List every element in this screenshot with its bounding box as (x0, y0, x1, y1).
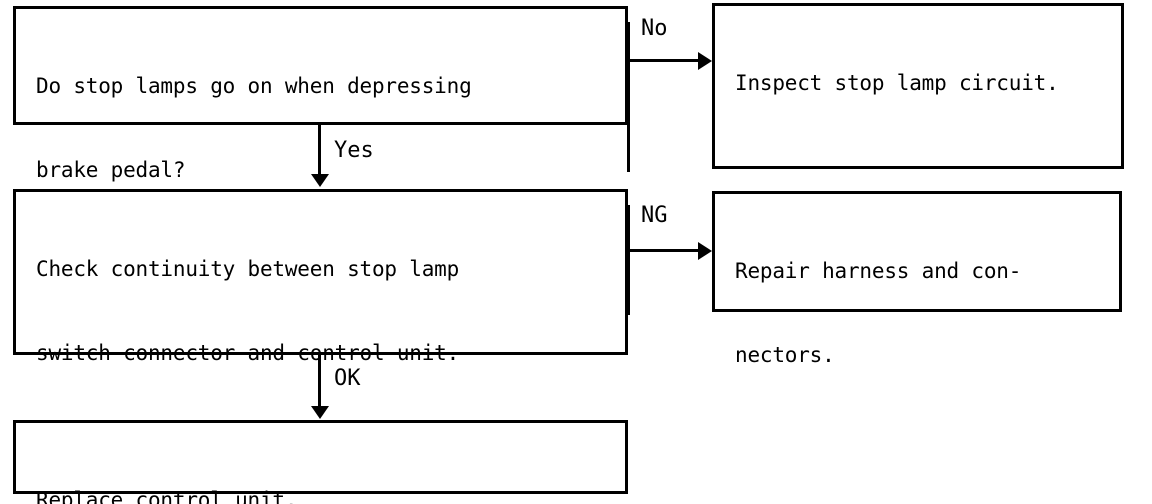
connector-ng-arrowhead-icon (698, 242, 712, 260)
connector-no-arrowhead-icon (698, 52, 712, 70)
connector-ng-vertical-line (627, 205, 630, 315)
connector-yes-vertical-line (318, 124, 321, 175)
flowchart-box-replace-text: Replace control unit. (36, 437, 615, 504)
flowchart-box-repair-line-1: Repair harness and con- (735, 259, 1022, 283)
connector-label-yes: Yes (334, 138, 374, 163)
connector-no-horizontal-line (627, 59, 699, 62)
flowchart-box-question[interactable]: Do stop lamps go on when depressing brak… (13, 6, 628, 182)
connector-ok-arrowhead-icon (311, 406, 329, 419)
flowchart-box-check-line-2: switch connector and control unit. (36, 341, 460, 365)
connector-label-ng: NG (641, 203, 668, 228)
flowchart-box-inspect-line-1: Inspect stop lamp circuit. (735, 71, 1059, 95)
connector-yes-arrowhead-icon (311, 174, 329, 187)
flowchart-box-replace-line-1: Replace control unit. (36, 488, 298, 504)
flowchart-box-repair-text: Repair harness and con- nectors. (735, 208, 1109, 418)
connector-ok-vertical-line (318, 355, 321, 407)
connector-label-ok: OK (334, 366, 361, 391)
flowchart-box-replace-control-unit[interactable]: Replace control unit. (13, 420, 628, 504)
flowchart-box-check-continuity[interactable]: Check continuity between stop lamp switc… (13, 189, 628, 449)
flowchart-box-question-line-2: brake pedal? (36, 158, 186, 182)
connector-ng-horizontal-line (627, 249, 699, 252)
flowchart-box-check-line-1: Check continuity between stop lamp (36, 257, 460, 281)
flowchart-box-repair-harness[interactable]: Repair harness and con- nectors. (712, 191, 1122, 367)
flowchart-box-repair-line-2: nectors. (735, 343, 835, 367)
connector-no-vertical-line (627, 22, 630, 172)
flowchart-box-inspect-text: Inspect stop lamp circuit. (735, 20, 1111, 146)
flowchart-box-question-line-1: Do stop lamps go on when depressing (36, 74, 472, 98)
flowchart-box-inspect-stop-lamp-circuit[interactable]: Inspect stop lamp circuit. (712, 3, 1124, 169)
flowchart-box-question-text: Do stop lamps go on when depressing brak… (36, 23, 615, 233)
connector-label-no: No (641, 16, 668, 41)
